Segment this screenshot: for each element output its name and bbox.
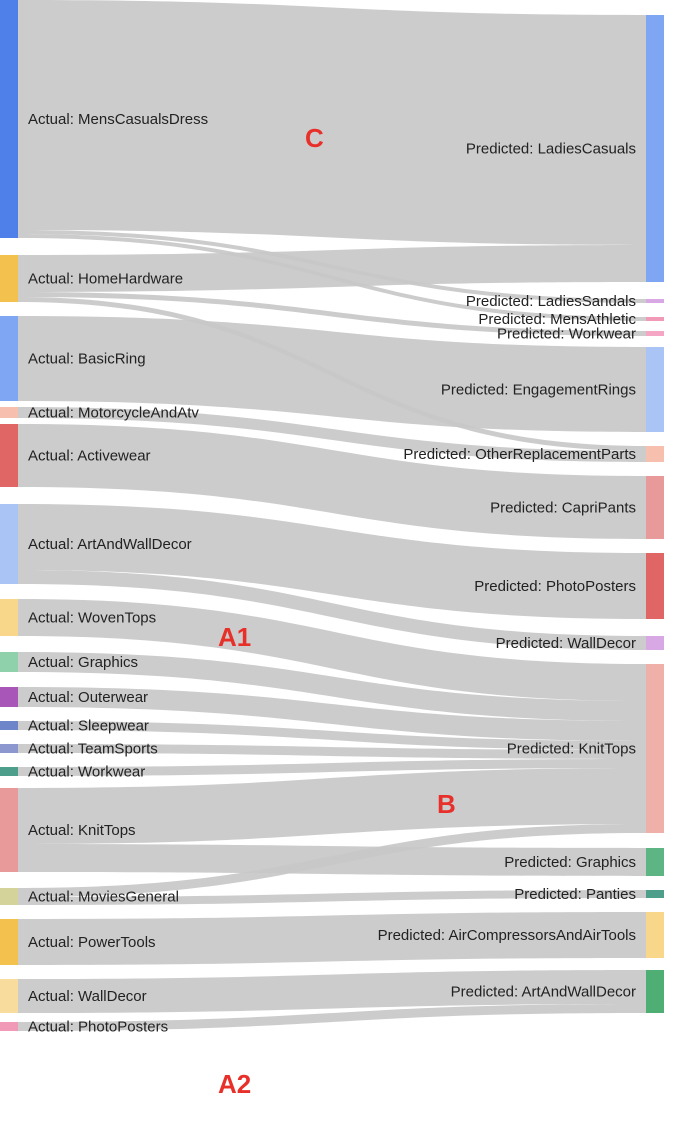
source-label: Actual: PowerTools <box>28 934 156 951</box>
source-label: Actual: MoviesGeneral <box>28 889 179 906</box>
source-node <box>0 721 18 730</box>
sankey-link <box>18 768 646 844</box>
nodes-layer <box>0 0 664 1031</box>
target-label: Predicted: AirCompressorsAndAirTools <box>378 927 636 944</box>
sankey-link <box>18 970 646 1013</box>
target-label: Predicted: LadiesCasuals <box>466 141 636 158</box>
source-node <box>0 888 18 905</box>
sankey-link <box>18 687 646 741</box>
target-label: Predicted: OtherReplacementParts <box>403 446 636 463</box>
source-node <box>0 255 18 302</box>
source-node <box>0 0 18 238</box>
source-label: Actual: WovenTops <box>28 610 156 627</box>
sankey-link <box>18 424 646 539</box>
annotation-c: C <box>305 123 324 153</box>
source-label: Actual: Activewear <box>28 448 151 465</box>
sankey-link <box>18 759 646 776</box>
source-node <box>0 504 18 584</box>
source-node <box>0 788 18 872</box>
source-node <box>0 652 18 672</box>
target-node <box>646 970 664 1013</box>
source-node <box>0 407 18 418</box>
target-node <box>646 553 664 619</box>
source-label: Actual: Outerwear <box>28 689 148 706</box>
source-node <box>0 316 18 401</box>
sankey-link <box>18 292 646 336</box>
target-node <box>646 912 664 958</box>
sankey-link <box>18 721 646 750</box>
source-node <box>0 424 18 487</box>
target-node <box>646 317 664 321</box>
sankey-link <box>18 504 646 619</box>
source-label: Actual: PhotoPosters <box>28 1019 168 1036</box>
target-label: Predicted: LadiesSandals <box>466 293 636 310</box>
sankey-link <box>18 824 646 897</box>
sankey-link <box>18 407 646 462</box>
target-node <box>646 347 664 432</box>
sankey-link <box>18 744 646 759</box>
target-node <box>646 890 664 898</box>
source-label: Actual: ArtAndWallDecor <box>28 536 192 553</box>
target-label: Predicted: ArtAndWallDecor <box>451 984 636 1001</box>
target-node <box>646 848 664 876</box>
annotation-a2: A2 <box>218 1069 251 1099</box>
source-node <box>0 599 18 636</box>
target-label: Predicted: Panties <box>514 886 636 903</box>
source-label: Actual: MensCasualsDress <box>28 111 208 128</box>
source-node <box>0 744 18 753</box>
sankey-link <box>18 652 646 721</box>
source-node <box>0 979 18 1013</box>
source-label: Actual: Sleepwear <box>28 718 149 735</box>
annotation-a1: A1 <box>218 622 251 652</box>
target-node <box>646 299 664 303</box>
sankey-link <box>18 1004 646 1031</box>
target-label: Predicted: Workwear <box>497 326 636 343</box>
sankey-link <box>18 890 646 905</box>
target-label: Predicted: EngagementRings <box>441 382 636 399</box>
source-label: Actual: BasicRing <box>28 351 146 368</box>
source-node <box>0 1022 18 1031</box>
target-node <box>646 636 664 650</box>
sankey-link <box>18 0 646 245</box>
source-label: Actual: WallDecor <box>28 988 147 1005</box>
target-label: Predicted: KnitTops <box>507 741 636 758</box>
source-node <box>0 919 18 965</box>
annotations-layer: C A1 B A2 <box>218 123 456 1099</box>
source-label: Actual: Graphics <box>28 654 138 671</box>
source-node <box>0 767 18 776</box>
target-node <box>646 15 664 282</box>
source-label: Actual: KnitTops <box>28 822 136 839</box>
source-label: Actual: Workwear <box>28 764 145 781</box>
target-node <box>646 476 664 539</box>
sankey-link <box>18 599 646 701</box>
annotation-b: B <box>437 789 456 819</box>
source-label: Actual: TeamSports <box>28 741 158 758</box>
source-label: Actual: MotorcycleAndAtv <box>28 405 199 422</box>
target-label: Predicted: MensAthletic <box>478 311 636 328</box>
target-node <box>646 664 664 833</box>
target-node <box>646 446 664 462</box>
target-node <box>646 331 664 336</box>
target-label: Predicted: CapriPants <box>490 500 636 517</box>
target-label: Predicted: WallDecor <box>496 635 636 652</box>
source-label: Actual: HomeHardware <box>28 271 183 288</box>
sankey-link <box>18 316 646 432</box>
sankey-link <box>18 570 646 650</box>
target-label: Predicted: PhotoPosters <box>474 578 636 595</box>
source-node <box>0 687 18 707</box>
target-label: Predicted: Graphics <box>504 854 636 871</box>
sankey-link <box>18 912 646 965</box>
sankey-link <box>18 245 646 292</box>
links-layer <box>18 0 646 1031</box>
